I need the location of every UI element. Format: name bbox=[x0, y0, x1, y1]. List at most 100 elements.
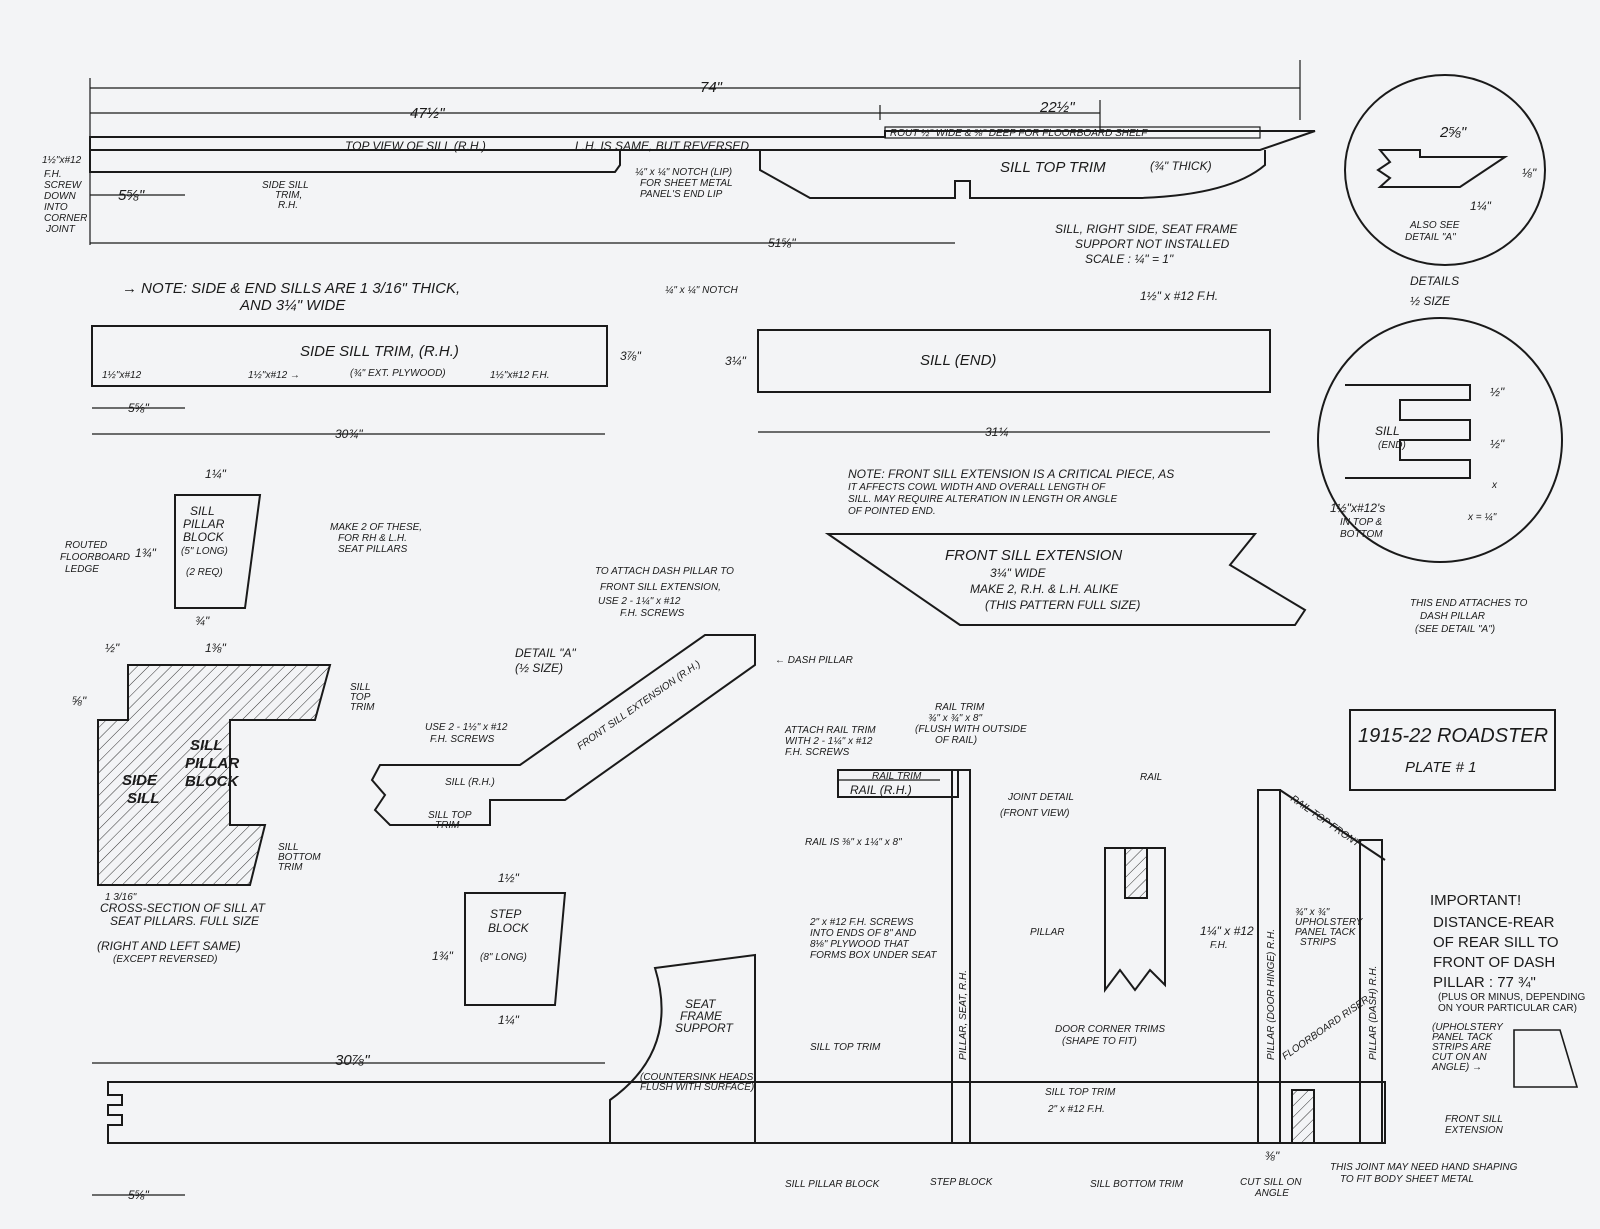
dim-47-half: 47½" bbox=[410, 105, 445, 122]
drawing-label: 3⅞" bbox=[620, 349, 642, 363]
drawing-label: SEAT bbox=[685, 997, 717, 1011]
drawing-label: 2⅝" bbox=[1439, 124, 1467, 141]
front-sill-extension: FRONT SILL EXTENSION 3¼" WIDE MAKE 2, R.… bbox=[824, 533, 1307, 626]
drawing-label: 31¼ bbox=[985, 425, 1008, 439]
drawing-label: SILL bbox=[1375, 424, 1400, 438]
drawing-label: RAIL TRIM bbox=[935, 702, 985, 713]
dim-22-half: 22½" bbox=[1039, 99, 1075, 116]
drawing-label: 1¾" bbox=[135, 546, 157, 560]
drawing-label: ½ SIZE bbox=[1410, 294, 1451, 308]
dim-5-58: 5⅝" bbox=[118, 187, 145, 204]
drawing-label: PILLAR, SEAT, R.H. bbox=[958, 970, 969, 1060]
drawing-label: 5⅝" bbox=[128, 1188, 150, 1202]
drawing-label: RAIL IS ⅜" x 1¼" x 8" bbox=[805, 836, 902, 848]
drawing-label: 1½"x#12 F.H. bbox=[490, 370, 550, 381]
drawing-label: 1½"x#12 → bbox=[248, 370, 300, 381]
drawing-label: STEP bbox=[490, 907, 521, 921]
drawing-label: ¾" x ¾" bbox=[1295, 907, 1330, 918]
drawing-label: IN TOP & bbox=[1340, 517, 1383, 528]
drawing-label: TRIM bbox=[278, 862, 303, 873]
top-view-label: TOP VIEW OF SILL (R.H.) bbox=[345, 139, 486, 153]
drawing-label: NOTE: FRONT SILL EXTENSION IS A CRITICAL… bbox=[848, 467, 1174, 481]
drawing-label: IMPORTANT! bbox=[1430, 892, 1521, 909]
drawing-label: ALSO SEE bbox=[1409, 220, 1460, 231]
drawing-label: JOINT DETAIL bbox=[1007, 792, 1074, 803]
drawing-label: BOTTOM bbox=[1340, 529, 1383, 540]
drawing-label: ¼" x ¼" NOTCH (LIP) bbox=[635, 166, 732, 178]
drawing-label: 1½"x#12's bbox=[1330, 501, 1385, 515]
drawing-label: UPHOLSTERY bbox=[1295, 917, 1364, 928]
drawing-label: CROSS-SECTION OF SILL AT bbox=[100, 901, 267, 915]
drawing-label: PILLAR bbox=[185, 755, 239, 772]
rout-note: ROUT ½" WIDE & ⅜" DEEP FOR FLOORBOARD SH… bbox=[890, 128, 1148, 139]
drawing-label: ON YOUR PARTICULAR CAR) bbox=[1438, 1003, 1577, 1014]
drawing-label: DOOR CORNER TRIMS bbox=[1055, 1024, 1165, 1035]
drawing-label: (FRONT VIEW) bbox=[1000, 808, 1069, 819]
drawing-label: PANEL'S END LIP bbox=[640, 189, 723, 200]
drawing-label: SCALE : ¼" = 1" bbox=[1085, 252, 1174, 266]
drawing-label: PILLAR bbox=[183, 517, 225, 531]
drawing-label: ⅛" bbox=[1522, 166, 1537, 180]
drawing-label: 1½" x #12 F.H. bbox=[1140, 289, 1218, 303]
drawing-label: DETAIL "A" bbox=[1405, 232, 1456, 243]
drawing-label: (RIGHT AND LEFT SAME) bbox=[97, 939, 241, 953]
drawing-label: (5" LONG) bbox=[181, 546, 228, 557]
drawing-label: ⅝" bbox=[72, 694, 87, 708]
drawing-label: RAIL bbox=[1140, 772, 1162, 783]
drawing-label: ½" bbox=[1490, 437, 1505, 451]
drawing-label: → NOTE: SIDE & END SILLS ARE 1 3/16" THI… bbox=[122, 280, 460, 297]
drawing-label: PILLAR (DOOR HINGE) R.H. bbox=[1266, 929, 1277, 1060]
drawing-label: TOP bbox=[350, 692, 371, 703]
drawing-label: OF POINTED END. bbox=[848, 506, 936, 517]
drawing-label: DETAIL "A" bbox=[515, 646, 577, 660]
drawing-label: ½" bbox=[1490, 385, 1505, 399]
note-sills: → NOTE: SIDE & END SILLS ARE 1 3/16" THI… bbox=[122, 280, 460, 314]
drawing-label: x = ¼" bbox=[1467, 511, 1497, 523]
drawing-label: SILL BOTTOM TRIM bbox=[1090, 1179, 1184, 1190]
drawing-label: F.H. SCREWS bbox=[785, 747, 850, 758]
drawing-label: 1½"x#12 bbox=[102, 370, 142, 381]
drawing-label: TO FIT BODY SHEET METAL bbox=[1340, 1174, 1474, 1185]
drawing-label: 2" x #12 F.H. bbox=[1047, 1104, 1105, 1115]
drawing-label: CUT ON AN bbox=[1432, 1052, 1487, 1063]
drawing-label: OF REAR SILL TO bbox=[1433, 934, 1559, 951]
drawing-label: 1¾" bbox=[432, 949, 454, 963]
drawing-label: 8⅛" PLYWOOD THAT bbox=[810, 939, 909, 950]
drawing-label: 5⅝" bbox=[128, 401, 150, 415]
drawing-label: SUPPORT bbox=[675, 1021, 734, 1035]
drawing-label: R.H. bbox=[278, 200, 298, 211]
drawing-label: FRAME bbox=[680, 1009, 723, 1023]
drawing-label: JOINT bbox=[45, 224, 76, 235]
drawing-label: FRONT OF DASH bbox=[1433, 954, 1555, 971]
drawing-label: SIDE bbox=[122, 772, 158, 789]
drawing-label: TRIM bbox=[350, 702, 375, 713]
drawing-label: F.H. SCREWS bbox=[430, 734, 495, 745]
drawing-label: (SEE DETAIL "A") bbox=[1415, 624, 1495, 635]
drawing-label: THIS END ATTACHES TO bbox=[1410, 598, 1528, 609]
drawing-label: MAKE 2 OF THESE, bbox=[330, 522, 422, 533]
drawing-label: 1¼" x #12 bbox=[1200, 924, 1254, 938]
drawing-label: (EXCEPT REVERSED) bbox=[113, 954, 217, 965]
drawing-label: 2" x #12 F.H. SCREWS bbox=[809, 917, 914, 928]
side-sill-trim: SIDE SILL TRIM, (R.H.) 1½"x#12 1½"x#12 →… bbox=[91, 284, 738, 441]
drawing-label: STRIPS bbox=[1300, 937, 1336, 948]
drawing-label: ATTACH RAIL TRIM bbox=[784, 725, 876, 736]
drawing-label: USE 2 - 1½" x #12 bbox=[425, 722, 508, 733]
drawing-label: INTO bbox=[44, 202, 68, 213]
drawing-label: (FLUSH WITH OUTSIDE bbox=[915, 724, 1027, 735]
drawing-label: SILL, RIGHT SIDE, SEAT FRAME bbox=[1055, 222, 1238, 236]
drawing-label: TO ATTACH DASH PILLAR TO bbox=[595, 566, 734, 577]
drawing-label: PILLAR : 77 ¾" bbox=[1433, 974, 1536, 991]
drawing-label: 3¼" bbox=[725, 354, 747, 368]
drawing-label: WITH 2 - 1¼" x #12 bbox=[785, 735, 873, 747]
drawing-label: (UPHOLSTERY bbox=[1432, 1022, 1504, 1033]
drawing-label: BOTTOM bbox=[278, 852, 321, 863]
drawing-label: ANGLE) → bbox=[1431, 1062, 1482, 1073]
